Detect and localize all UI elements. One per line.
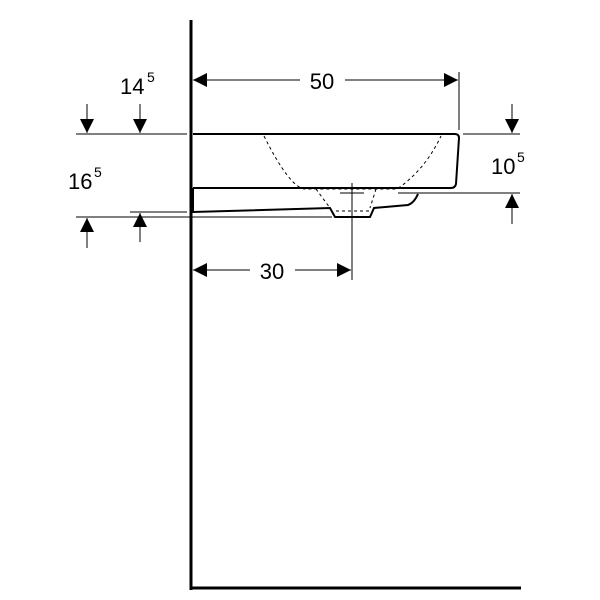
- dimension-50-label: 50: [310, 69, 334, 94]
- dimension-10-5-label: 10: [491, 154, 515, 179]
- dimension-30-label: 30: [260, 259, 284, 284]
- dimension-14-5-main: 14: [120, 74, 144, 99]
- dimension-16-5-label: 16: [68, 169, 92, 194]
- basin-underside: [192, 188, 419, 218]
- basin-bowl-hidden: [263, 135, 442, 212]
- dimension-16-5-sup: 5: [94, 164, 102, 180]
- basin-outline: [193, 133, 461, 189]
- dimension-10-5-sup: 5: [517, 149, 525, 165]
- dimension-14-5-sup: 5: [147, 69, 155, 85]
- dimension-14-5-label: 14: [120, 74, 144, 99]
